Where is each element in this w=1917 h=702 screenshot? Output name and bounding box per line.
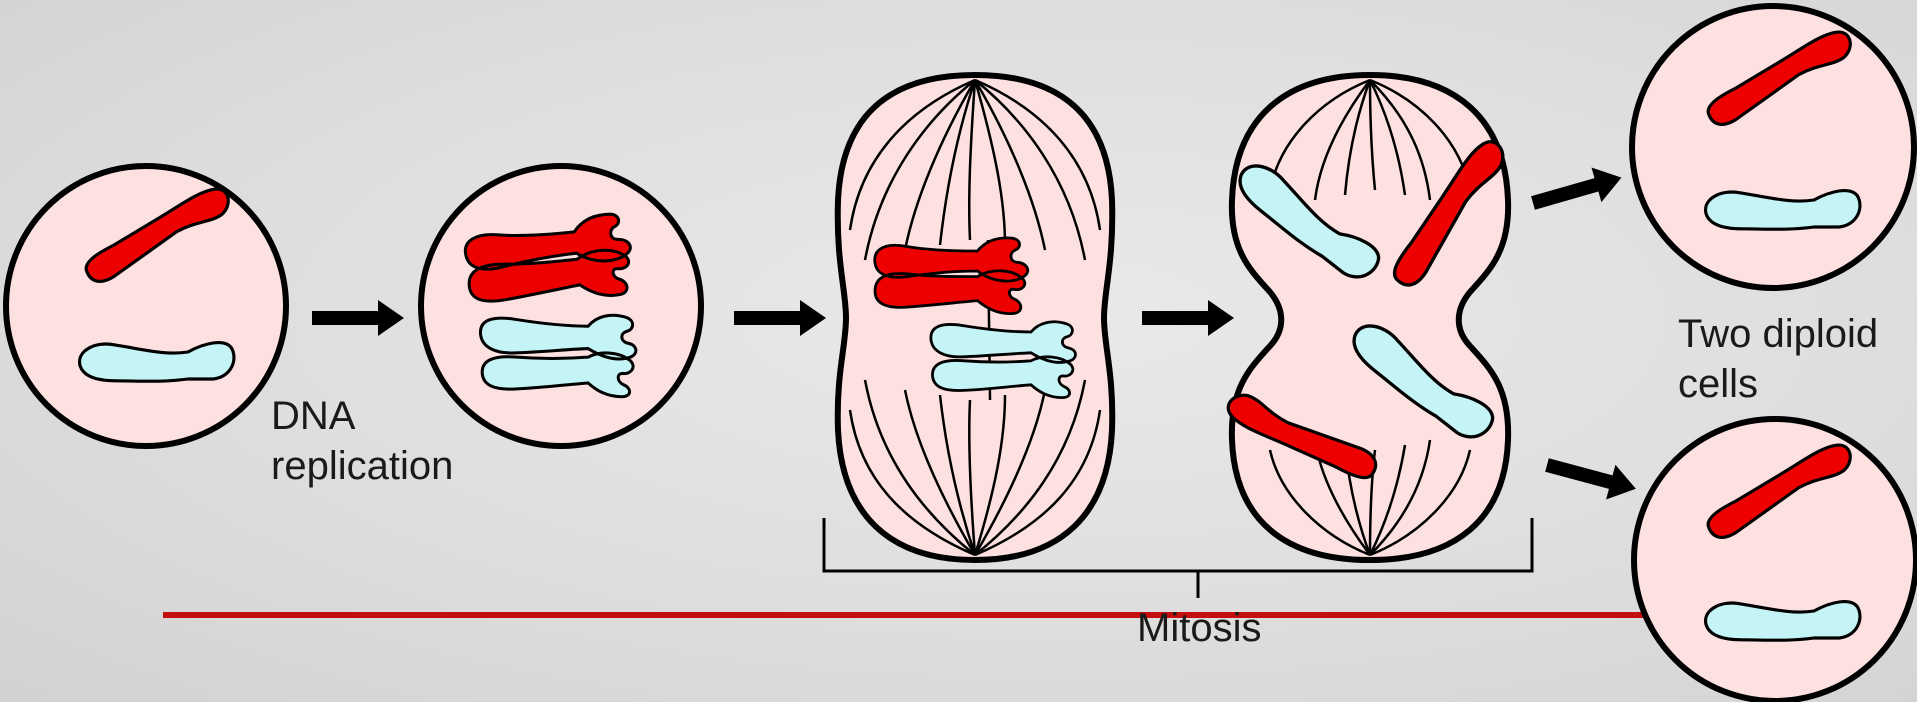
cell-initial — [6, 166, 286, 446]
cell-anaphase — [1224, 75, 1537, 560]
cell-replicated — [421, 166, 701, 446]
dna-replication-line-1: DNA — [271, 391, 453, 441]
daughter-cell-bottom — [1634, 419, 1916, 701]
arrow-right-icon — [312, 300, 404, 336]
two-diploid-cells-line-1: Two diploid — [1678, 309, 1878, 359]
arrow-right-icon — [734, 300, 826, 336]
daughter-cell-top — [1632, 6, 1914, 288]
mitosis-label: Mitosis — [1137, 603, 1261, 653]
arrow-right-icon — [1528, 160, 1626, 220]
two-diploid-cells-label: Two diploid cells — [1678, 309, 1878, 409]
arrow-right-icon — [1542, 448, 1640, 507]
cell-metaphase — [838, 75, 1113, 560]
two-diploid-cells-line-2: cells — [1678, 359, 1878, 409]
dna-replication-line-2: replication — [271, 441, 453, 491]
dna-replication-label: DNA replication — [271, 391, 453, 491]
arrow-right-icon — [1142, 300, 1234, 336]
